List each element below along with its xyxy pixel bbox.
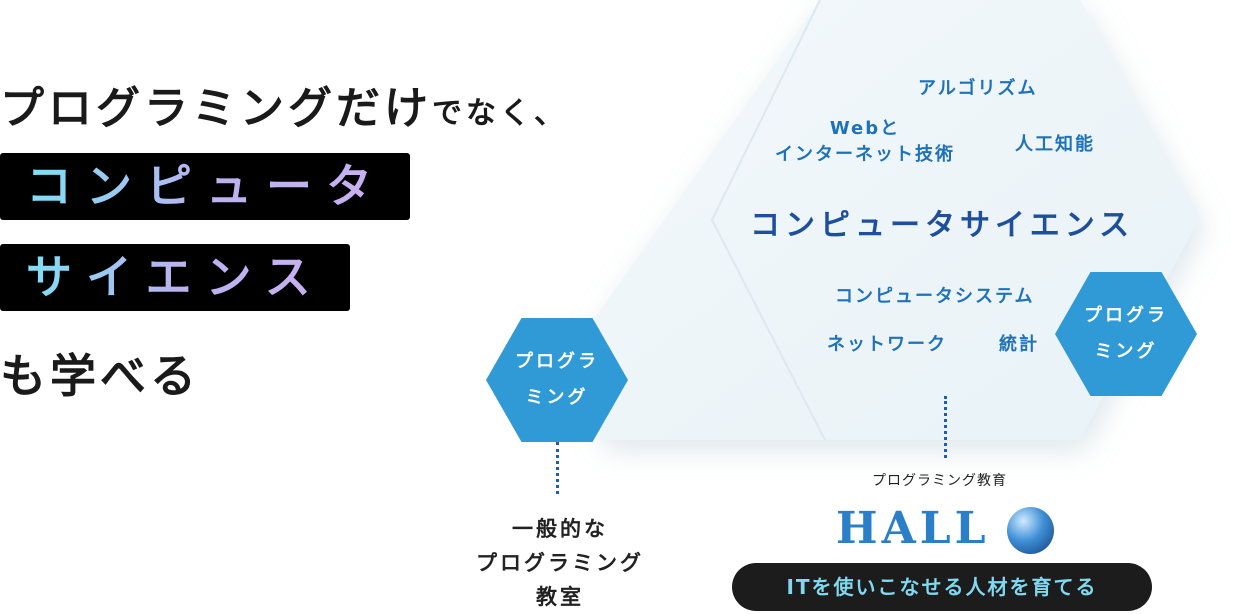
headline-line4: も学べる [0, 349, 200, 403]
topic-ai: 人工知能 [1015, 134, 1095, 155]
connector-left [556, 442, 559, 494]
topic-statistics: 統計 [999, 334, 1039, 355]
headline-box-computer: コンピュータ [0, 153, 410, 220]
tagline-banner: ITを使いこなせる人材を育てる [732, 563, 1152, 611]
right-caption: プログラミング教育 [872, 473, 1007, 489]
diagram-title: コンピュータサイエンス [750, 208, 1135, 243]
topic-network: ネットワーク [827, 334, 947, 355]
topic-computer-system: コンピュータシステム [835, 286, 1035, 307]
headline-box-science: サイエンス [0, 244, 350, 311]
headline-line1: プログラミングだけでなく、 [0, 83, 568, 134]
hall-logo: HALL [836, 503, 990, 554]
globe-icon [1007, 507, 1054, 554]
topic-algorithm: アルゴリズム [918, 78, 1038, 99]
topic-web: Webとインターネット技術 [775, 118, 955, 165]
connector-right [944, 396, 947, 458]
left-caption: 一般的なプログラミング教室 [476, 517, 644, 609]
